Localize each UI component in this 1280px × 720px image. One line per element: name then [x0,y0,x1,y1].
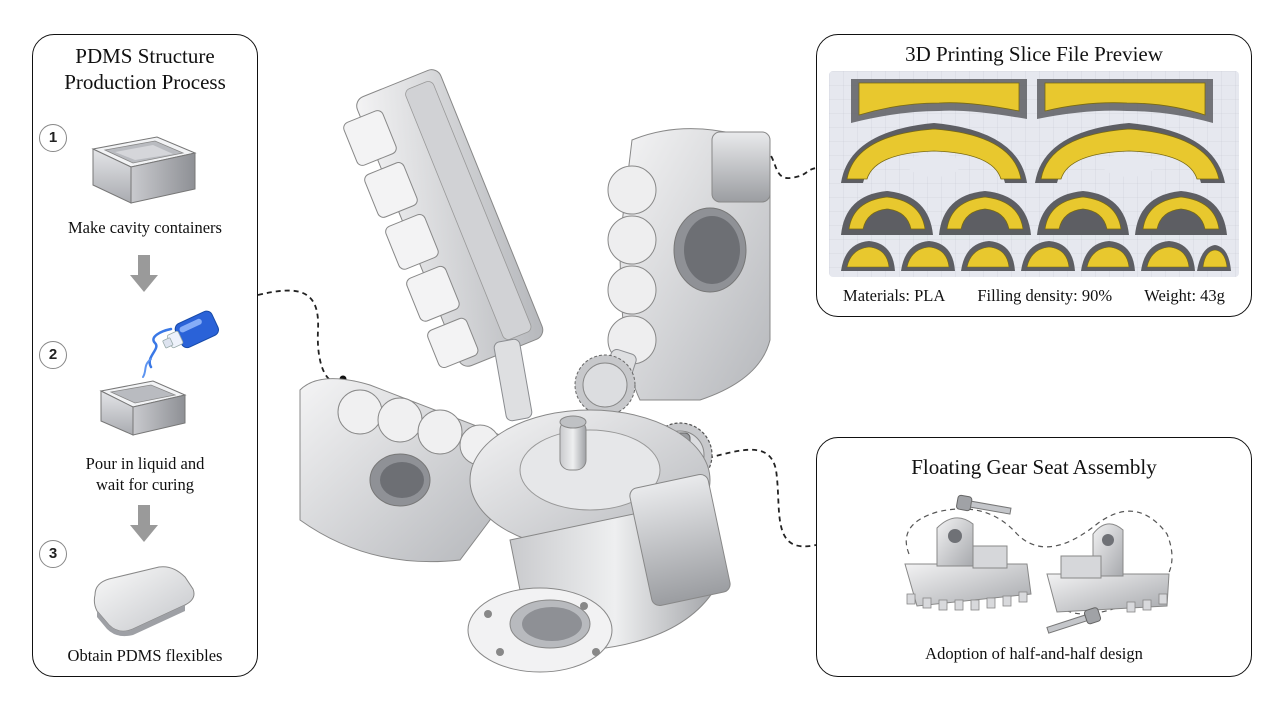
gear-seat-panel: Floating Gear Seat Assembly [816,437,1252,677]
step-3-caption-line1: Obtain PDMS flexibles [67,646,223,665]
down-arrow-icon [130,255,158,292]
pdms-flexible-icon [93,566,195,637]
pdms-process-title: PDMS Structure Production Process [33,43,257,95]
slice-file-preview [829,71,1239,277]
liquid-bottle-icon [142,310,220,378]
base-flange [467,587,613,673]
slice-preview-title: 3D Printing Slice File Preview [905,42,1163,66]
step-2-caption-line2: wait for curing [95,475,195,494]
gripper-assembly-illustration [299,69,771,673]
gear-seat-title: Floating Gear Seat Assembly [911,455,1157,479]
filling-density-label: Filling density: 90% [977,286,1113,305]
curing-container-icon [99,380,187,436]
weight-label: Weight: 43g [1144,286,1225,305]
down-arrow-icon [130,505,158,542]
gear-seat-exploded-view [904,494,1173,634]
materials-label: Materials: PLA [843,286,946,305]
step-1-caption-line1: Make cavity containers [68,218,222,237]
pdms-title-line1: PDMS Structure [75,44,215,68]
step-2-caption: Pour in liquid and wait for curing [33,453,257,495]
step-1-caption: Make cavity containers [33,217,257,238]
cavity-container-icon [91,136,197,204]
step-3-caption: Obtain PDMS flexibles [33,645,257,666]
step-3-badge: 3 [39,540,67,568]
finger-top-left [343,69,544,369]
slice-preview-panel: 3D Printing Slice File Preview [816,34,1252,317]
step-2-caption-line1: Pour in liquid and [85,454,205,473]
slice-specs: Materials: PLA Filling density: 90% Weig… [817,286,1251,306]
drive-gear [574,354,636,416]
finger-top-right [607,128,771,401]
pdms-title-line2: Production Process [64,70,226,94]
step-2-badge: 2 [39,341,67,369]
step-1-badge: 1 [39,124,67,152]
gear-seat-caption: Adoption of half-and-half design [925,644,1143,663]
pdms-process-panel: PDMS Structure Production Process 1 Make… [32,34,258,677]
